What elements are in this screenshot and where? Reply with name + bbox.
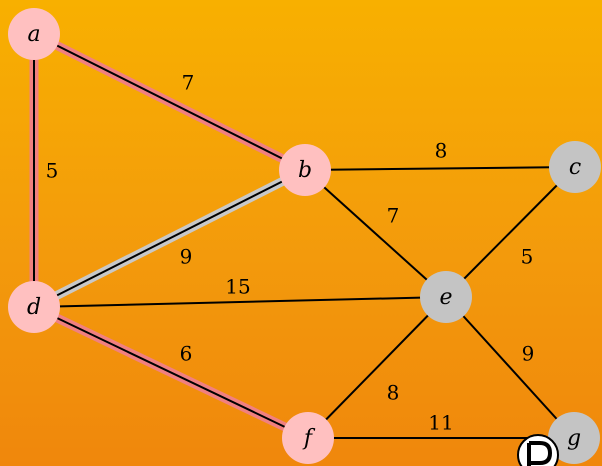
node-label: b [298, 158, 312, 183]
player-logo-icon[interactable] [517, 434, 559, 466]
edge-b-d [33, 169, 306, 308]
edge-d-e [33, 296, 447, 308]
node-e[interactable]: e [420, 271, 472, 323]
edge-weight-a-b: 7 [182, 71, 195, 95]
edge-layer [33, 33, 576, 439]
node-label: a [27, 22, 40, 47]
edge-weight-e-g: 9 [522, 342, 535, 366]
node-label: e [439, 285, 452, 310]
node-b[interactable]: b [279, 144, 331, 196]
edge-e-g [445, 296, 575, 439]
edge-b-e [304, 169, 447, 298]
edge-a-b [33, 33, 306, 171]
node-circle [282, 412, 334, 464]
edge-weight-f-g: 11 [428, 411, 453, 435]
node-circle [279, 144, 331, 196]
node-d[interactable]: d [8, 281, 60, 333]
node-circle [548, 412, 600, 464]
node-f[interactable]: f [282, 412, 334, 464]
edge-highlight-layer [29, 29, 310, 443]
node-circle [8, 281, 60, 333]
node-circle [549, 141, 601, 193]
edge-weight-b-e: 7 [387, 204, 400, 228]
node-label: g [567, 426, 581, 451]
edge-weight-b-c: 8 [435, 139, 448, 163]
node-label: c [569, 155, 581, 180]
node-g[interactable]: g [548, 412, 600, 464]
edge-e-f [307, 296, 447, 439]
edge-weight-a-d: 5 [46, 159, 59, 183]
node-label: d [27, 295, 41, 320]
edge-c-e [445, 166, 576, 298]
node-circle [8, 8, 60, 60]
edge-d-f [33, 306, 309, 439]
edge-weight-d-f: 6 [180, 342, 193, 366]
edge-weight-c-e: 5 [521, 245, 534, 269]
node-circle [420, 271, 472, 323]
node-layer: a b c d e f g [8, 8, 601, 464]
node-a[interactable]: a [8, 8, 60, 60]
edge-weight-b-d: 9 [180, 245, 193, 269]
edge-weight-layer: 7 5 9 8 7 5 15 6 8 9 11 [46, 71, 535, 435]
node-c[interactable]: c [549, 141, 601, 193]
edge-weight-e-f: 8 [387, 381, 400, 405]
edge-weight-d-e: 15 [225, 275, 250, 299]
edge-b-c [304, 166, 576, 171]
